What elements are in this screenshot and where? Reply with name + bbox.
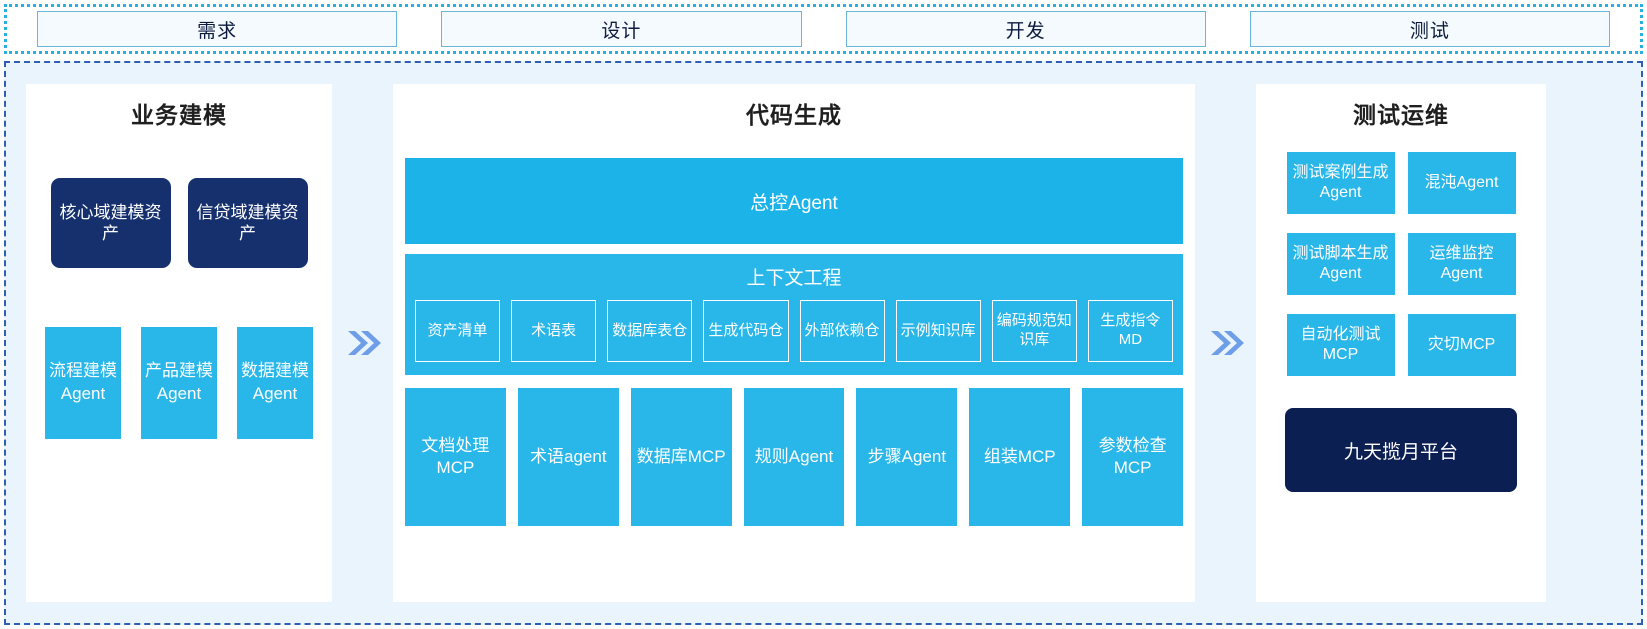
context-item-coding-standard-knowledge-base[interactable]: 编码规范知识库 (991, 300, 1077, 362)
arrow-gap-right (1195, 84, 1256, 602)
modeling-agent-process[interactable]: 流程建模Agent (45, 327, 121, 439)
test-ops-card-label: 运维监控Agent (1429, 244, 1494, 282)
tool-card-step-agent[interactable]: 步骤Agent (856, 388, 958, 526)
context-item-label: 生成指令MD (1100, 312, 1161, 348)
test-ops-card-label: 混沌Agent (1424, 173, 1499, 191)
asset-card-label: 核心域建模资产 (59, 202, 162, 243)
context-item-glossary[interactable]: 术语表 (511, 300, 597, 362)
tool-card-document-processing-mcp[interactable]: 文档处理MCP (405, 388, 506, 526)
tool-card-database-mcp[interactable]: 数据库MCP (630, 388, 732, 526)
context-item-example-knowledge-base[interactable]: 示例知识库 (895, 300, 981, 362)
phase-item-development[interactable]: 开发 (845, 11, 1206, 47)
test-ops-card-grid: 测试案例生成Agent 混沌Agent 测试脚本生成Agent 运维监控Agen… (1286, 152, 1516, 376)
panel-title-business-modeling: 业务建模 (131, 102, 227, 128)
modeling-agent-product[interactable]: 产品建模Agent (141, 327, 217, 439)
test-ops-card-ops-monitoring-agent[interactable]: 运维监控Agent (1407, 233, 1516, 295)
tool-card-assembly-mcp[interactable]: 组装MCP (969, 388, 1071, 526)
tool-card-rule-agent[interactable]: 规则Agent (743, 388, 845, 526)
context-item-external-dependency-repo[interactable]: 外部依赖仓 (799, 300, 885, 362)
phase-item-design[interactable]: 设计 (441, 11, 802, 47)
context-item-label: 示例知识库 (900, 321, 976, 339)
context-item-asset-list[interactable]: 资产清单 (415, 300, 501, 362)
panel-business-modeling: 业务建模 核心域建模资产 信贷域建模资产 流程建模Agent 产品建模Agent… (26, 84, 332, 602)
master-agent-bar[interactable]: 总控Agent (405, 158, 1183, 244)
context-item-label: 生成代码仓 (708, 321, 784, 339)
platform-card-jiutian-lanyue[interactable]: 九天揽月平台 (1285, 408, 1517, 492)
test-ops-card-label: 测试案例生成Agent (1292, 163, 1389, 201)
asset-card-credit-domain[interactable]: 信贷域建模资产 (187, 178, 308, 268)
context-item-label: 术语表 (531, 321, 577, 339)
context-engineering-title: 上下文工程 (746, 268, 842, 289)
context-item-label: 数据库表仓 (612, 321, 688, 339)
test-ops-card-chaos-agent[interactable]: 混沌Agent (1407, 152, 1516, 214)
double-chevron-right-icon (1210, 331, 1244, 355)
tool-card-label: 数据库MCP (636, 446, 726, 466)
phase-item-requirements[interactable]: 需求 (37, 11, 398, 47)
test-ops-card-test-case-generation-agent[interactable]: 测试案例生成Agent (1286, 152, 1395, 214)
test-ops-card-disaster-switch-mcp[interactable]: 灾切MCP (1407, 314, 1516, 376)
tool-card-label: 步骤Agent (867, 446, 947, 466)
test-ops-card-label: 自动化测试MCP (1300, 325, 1381, 363)
panel-code-generation: 代码生成 总控Agent 上下文工程 资产清单 术语表 数据库表仓 (393, 84, 1195, 602)
tool-card-label: 参数检查MCP (1098, 435, 1167, 477)
modeling-agent-label: 产品建模Agent (145, 361, 213, 403)
context-item-label: 编码规范知识库 (996, 312, 1072, 348)
tool-card-label: 文档处理MCP (421, 435, 490, 477)
tool-card-label: 术语agent (530, 446, 607, 466)
panel-test-ops: 测试运维 测试案例生成Agent 混沌Agent 测试脚本生成Agent 运维监… (1256, 84, 1546, 602)
arrow-gap-left (332, 84, 393, 602)
context-engineering-block: 上下文工程 资产清单 术语表 数据库表仓 生成代码仓 外部依赖仓 (405, 254, 1183, 375)
asset-card-row: 核心域建模资产 信贷域建模资产 (40, 178, 318, 268)
master-agent-label: 总控Agent (750, 192, 838, 214)
asset-card-core-domain[interactable]: 核心域建模资产 (50, 178, 171, 268)
panel-title-code-generation: 代码生成 (746, 102, 842, 128)
main-frame: 业务建模 核心域建模资产 信贷域建模资产 流程建模Agent 产品建模Agent… (4, 61, 1643, 625)
phase-label: 需求 (197, 20, 238, 42)
modeling-agent-data[interactable]: 数据建模Agent (237, 327, 313, 439)
platform-card-label: 九天揽月平台 (1343, 441, 1458, 463)
modeling-agent-label: 流程建模Agent (49, 361, 117, 403)
modeling-agent-row: 流程建模Agent 产品建模Agent 数据建模Agent (40, 327, 318, 439)
phase-item-testing[interactable]: 测试 (1249, 11, 1610, 47)
context-item-label: 外部依赖仓 (804, 321, 880, 339)
context-item-row: 资产清单 术语表 数据库表仓 生成代码仓 外部依赖仓 示例知 (415, 300, 1173, 362)
test-ops-card-label: 测试脚本生成Agent (1292, 244, 1389, 282)
phase-label: 开发 (1005, 20, 1046, 42)
context-item-generation-instruction-md[interactable]: 生成指令MD (1087, 300, 1173, 362)
tool-card-label: 组装MCP (983, 446, 1056, 466)
modeling-agent-label: 数据建模Agent (241, 361, 309, 403)
phase-label: 设计 (601, 20, 642, 42)
test-ops-card-automated-test-mcp[interactable]: 自动化测试MCP (1286, 314, 1395, 376)
tool-card-label: 规则Agent (754, 446, 834, 466)
tool-card-parameter-check-mcp[interactable]: 参数检查MCP (1082, 388, 1184, 526)
context-item-db-table-repo[interactable]: 数据库表仓 (607, 300, 693, 362)
double-chevron-right-icon (347, 331, 381, 355)
context-item-label: 资产清单 (427, 321, 488, 339)
tool-card-row: 文档处理MCP 术语agent 数据库MCP 规则Agent 步骤Agent 组… (405, 388, 1184, 526)
asset-card-label: 信贷域建模资产 (196, 202, 299, 243)
phase-label: 测试 (1409, 20, 1450, 42)
context-item-generated-code-repo[interactable]: 生成代码仓 (703, 300, 789, 362)
phase-strip: 需求 设计 开发 测试 (4, 4, 1643, 54)
panel-title-test-ops: 测试运维 (1353, 102, 1449, 128)
test-ops-card-test-script-generation-agent[interactable]: 测试脚本生成Agent (1286, 233, 1395, 295)
test-ops-card-label: 灾切MCP (1427, 335, 1496, 353)
tool-card-glossary-agent[interactable]: 术语agent (517, 388, 619, 526)
